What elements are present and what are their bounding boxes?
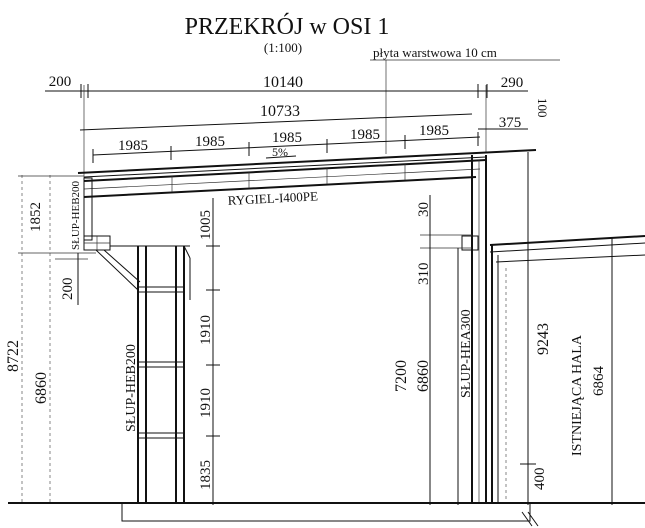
dim-hall-height: 6864: [591, 366, 607, 397]
inner-top-slope: [183, 245, 191, 259]
dim-inner-mid1: 1910: [198, 315, 214, 345]
left-bracket-diagonal: [95, 249, 141, 291]
dim-top-left: 200: [49, 74, 72, 90]
dim-left-total: 8722: [5, 340, 22, 372]
dim-top-span: 10140: [263, 74, 303, 91]
existing-hall-roof: [489, 235, 645, 246]
left-upper-column: [83, 177, 93, 241]
dim-top-right: 290: [501, 75, 524, 91]
dim-right-small: 30: [416, 202, 432, 217]
girder-top-flange: [83, 159, 487, 182]
inner-column-label: SŁUP-HEB200: [124, 344, 139, 432]
existing-hall-label: ISTNIEJĄCA HALA: [570, 334, 585, 456]
dim-inner-bottom: 1835: [198, 460, 214, 490]
ladder-rung: [137, 432, 185, 439]
dim-bay: 1985: [118, 138, 148, 154]
dim-sloped-right: 375: [499, 115, 522, 131]
sloped-dim-line: [79, 113, 473, 131]
dim-sloped-span: 10733: [260, 103, 300, 120]
roof-top-edge: [77, 149, 537, 174]
left-upper-column-label: SŁUP-HEB200: [70, 180, 82, 250]
dim-foot: 400: [532, 468, 548, 491]
right-bracket: [461, 235, 479, 251]
dim-left-offset: 200: [60, 278, 76, 301]
dim-bay: 1985: [419, 123, 449, 139]
bay-dim-line: [92, 136, 481, 156]
drawing-title: PRZEKRÓJ w OSI 1: [185, 13, 390, 40]
ladder-rung: [137, 361, 185, 368]
dim-right-lower: 6860: [415, 360, 432, 392]
existing-hall-roof-b: [489, 242, 645, 253]
ground-end-marker-b: [527, 511, 539, 527]
girder-bottom-flange: [83, 176, 477, 198]
foundation-slab: [121, 502, 531, 522]
dim-right-mid: 310: [416, 263, 432, 286]
existing-hall-roof-c: [495, 254, 645, 263]
dim-right-total: 7200: [393, 360, 410, 392]
dim-left-height-top: 1852: [28, 202, 44, 232]
dim-bay: 1985: [272, 130, 302, 146]
dim-left-lower: 6860: [33, 372, 50, 404]
roof-panel-bottom: [83, 156, 487, 178]
dim-inner-top: 1005: [198, 210, 214, 240]
roof-panel-label: płyta warstwowa 10 cm: [373, 45, 497, 60]
dim-inner-mid2: 1910: [198, 388, 214, 418]
drawing-scale: (1:100): [264, 40, 302, 55]
ladder-rung: [137, 286, 185, 293]
right-column-label: SŁUP-HEA300: [459, 309, 474, 398]
girder-web: [83, 168, 481, 190]
dim-bay: 1985: [350, 127, 380, 143]
slope-label: 5%: [272, 145, 288, 159]
dim-far-right-total: 9243: [535, 323, 552, 355]
ground-end-marker: [521, 511, 533, 527]
dim-bay: 1985: [195, 134, 225, 150]
dim-roof-thickness: 100: [535, 98, 550, 118]
slope-underline: [265, 155, 297, 159]
girder-label: RYGIEL-I400PE: [227, 188, 318, 208]
